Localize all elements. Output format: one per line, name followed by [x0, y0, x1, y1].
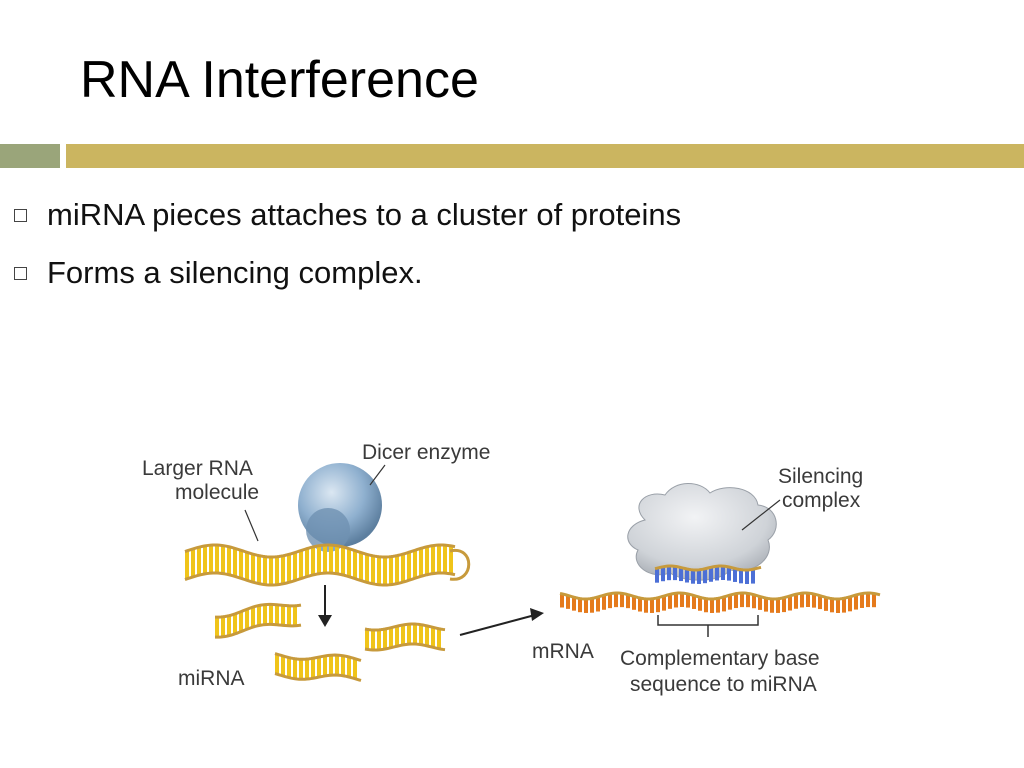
silencing-label-line1: Silencing [778, 465, 863, 488]
silencing-pointer [741, 499, 781, 531]
square-bullet-icon [14, 208, 27, 222]
mirna-label: miRNA [178, 667, 245, 690]
bullet-text: miRNA pieces attaches to a cluster of pr… [47, 197, 682, 232]
dicer-enzyme-shape [298, 463, 382, 552]
rna-interference-diagram: Larger RNA molecule Dicer enzyme Silenci… [142, 441, 881, 696]
mrna-strand [559, 564, 881, 613]
complementary-label-line2: sequence to miRNA [630, 673, 817, 696]
larger-rna-pointer [244, 509, 259, 542]
bullet-item: miRNA pieces attaches to a cluster of pr… [14, 190, 681, 240]
mrna-label: mRNA [532, 640, 594, 663]
mirna-fragments [214, 602, 446, 682]
right-arrow-icon [459, 608, 544, 636]
header-bar-left [0, 144, 60, 168]
larger-rna-label-line2: molecule [175, 481, 259, 504]
complementary-label-line1: Complementary base [620, 647, 820, 670]
square-bullet-icon [14, 266, 27, 280]
dicer-label: Dicer enzyme [362, 441, 490, 464]
bullet-text: Forms a silencing complex. [47, 255, 423, 290]
down-arrow-icon [318, 585, 332, 627]
silencing-complex-shape [627, 483, 777, 581]
bullet-item: Forms a silencing complex. [14, 248, 681, 298]
larger-rna-molecule [184, 543, 471, 587]
larger-rna-label-line1: Larger RNA [142, 457, 253, 480]
complementary-bracket [657, 615, 759, 637]
slide-title: RNA Interference [80, 51, 479, 109]
header-bar-right [66, 144, 1024, 168]
bullet-list: miRNA pieces attaches to a cluster of pr… [14, 190, 681, 306]
silencing-label-line2: complex [782, 489, 861, 512]
dicer-pointer [369, 464, 386, 486]
